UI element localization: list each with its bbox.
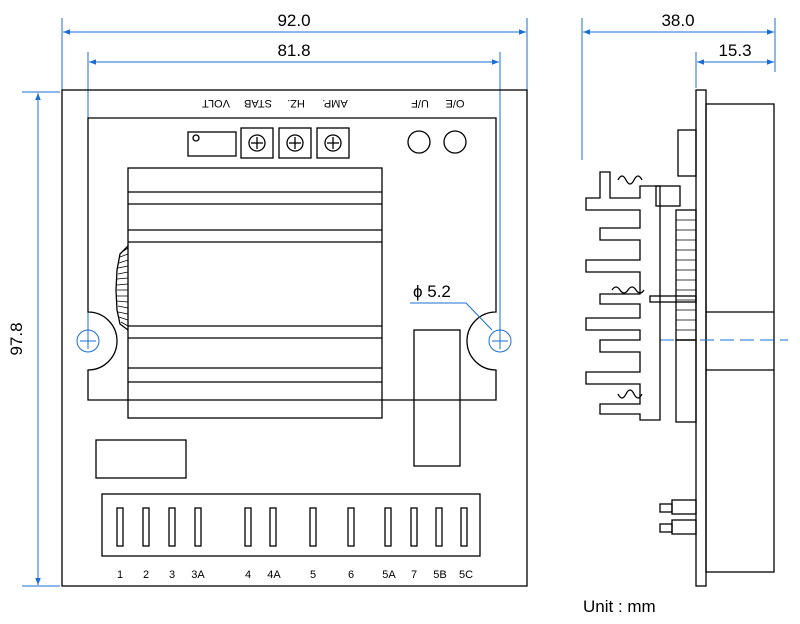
dimension-overall-width: 92.0 [61,11,528,90]
terminal-label: 7 [411,569,417,581]
dimension-side-pcb-depth: 15.3 [695,41,774,88]
front-view: VOLT STAB HZ. AMP. U/F O/E [61,89,528,587]
terminal-label: 3 [169,569,175,581]
heatsink-front [127,167,383,419]
capacitor-block [413,329,461,467]
label-volt: VOLT [202,97,230,109]
pcb-outline [87,117,497,401]
dimension-overall-height: 97.8 [7,91,60,587]
dimension-side-depth: 38.0 [581,11,776,160]
uf-led [407,130,431,154]
heatsink-side [585,171,697,421]
terminal-label: 2 [143,569,149,581]
terminal-label: 4A [267,569,281,581]
stab-potentiometer [240,127,274,159]
relay-block [95,439,187,479]
hole-leader [410,302,493,331]
mounting-hole-right [488,329,512,353]
terminal-label: 3A [191,569,205,581]
label-oe: O/E [446,97,465,109]
side-component-top [677,129,697,177]
amp-potentiometer [316,127,350,159]
hz-potentiometer [278,127,312,159]
hole-diameter-value: ϕ 5.2 [413,282,451,301]
overall-height-value: 97.8 [7,322,26,355]
terminal-label: 5C [459,569,473,581]
side-terminal-tabs [659,499,697,535]
side-pcb-depth-value: 15.3 [718,41,751,60]
mounting-hole-left [76,329,100,353]
label-hz: HZ. [287,97,305,109]
terminal-label: 1 [117,569,123,581]
oe-led [443,130,467,154]
terminal-strip [101,493,481,557]
side-depth-value: 38.0 [661,11,694,30]
terminal-label: 5A [382,569,396,581]
volt-adjust-box [187,131,237,157]
terminal-label: 4 [245,569,251,581]
front-panel-outline [61,89,528,587]
terminal-labels: 1 2 3 3A 4 4A 5 6 5A 7 5B 5C [117,569,473,581]
label-uf: U/F [411,97,429,109]
hole-spacing-value: 81.8 [277,41,310,60]
side-component-mid [675,339,697,423]
side-cover [705,103,775,573]
side-view [585,89,788,587]
terminal-label: 5 [310,569,316,581]
terminal-label: 5B [433,569,446,581]
unit-note: Unit : mm [583,597,656,616]
terminal-label: 6 [348,569,354,581]
side-transformer [675,209,697,341]
transformer-coil [115,245,129,331]
side-panel-plate [695,89,707,587]
label-stab: STAB [244,97,272,109]
overall-width-value: 92.0 [277,11,310,30]
label-amp: AMP. [322,97,347,109]
